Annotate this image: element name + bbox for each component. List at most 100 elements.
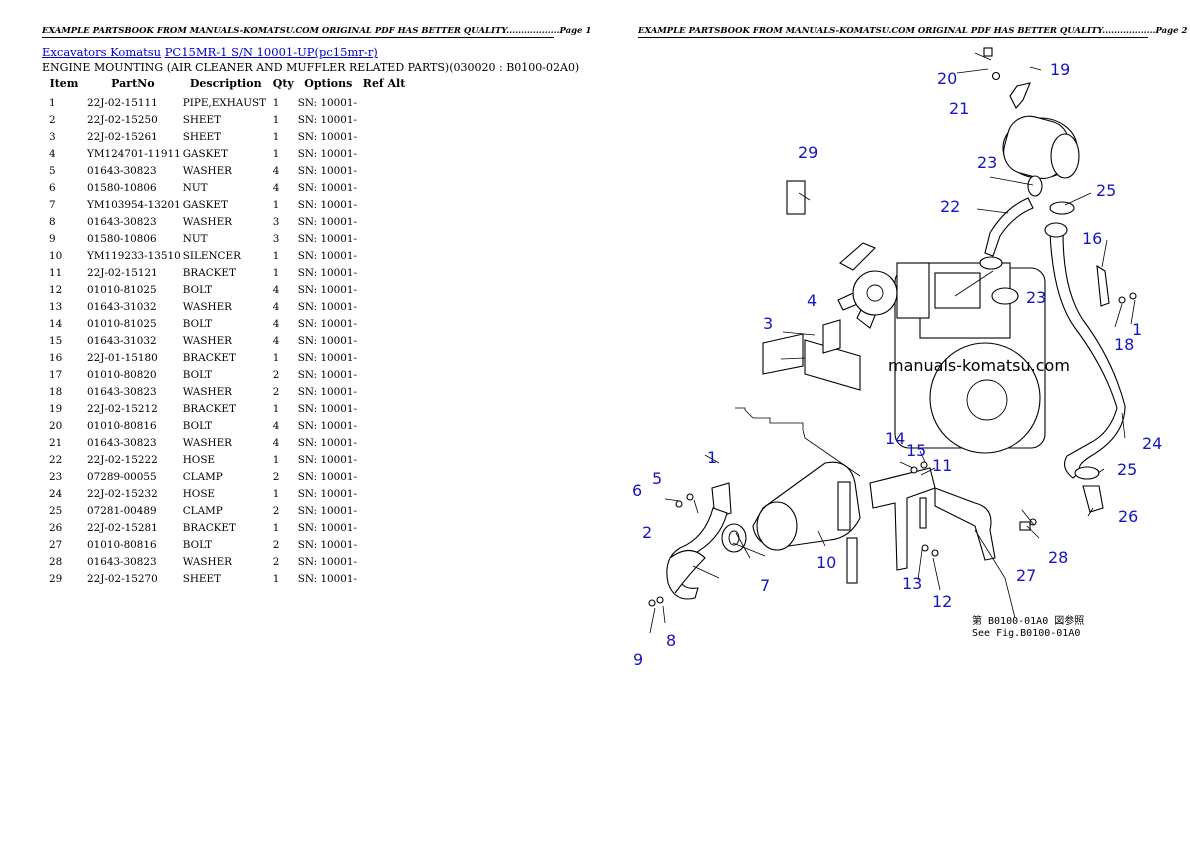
sheet-3-side-shape [762,333,804,375]
callout-12: 12 [932,592,952,611]
cell-qty: 1 [272,113,280,126]
cell-ref-alt [360,349,409,366]
cell-qty: 2 [272,368,280,381]
cell-ref-alt [360,400,409,417]
air-cleaner-cap-shape [1050,133,1080,179]
cell-options: SN: 10001- [297,555,358,568]
muffler-assembly [648,461,861,607]
cell-item: 15 [49,334,63,347]
cell-options: SN: 10001- [297,198,358,211]
cell-qty: 1 [272,572,280,585]
cell-partno: 22J-02-15281 [87,521,158,534]
cell-ref-alt [360,281,409,298]
cell-partno: 22J-02-15212 [87,402,158,415]
cell-options: SN: 10001- [297,368,358,381]
cell-qty: 1 [272,487,280,500]
cell-qty: 1 [272,402,280,415]
breadcrumb-link-model[interactable]: PC15MR-1 S/N 10001-UP(pc15mr-r) [164,45,378,59]
hose-22-shape [984,197,1034,257]
column-header-options: Options [304,77,353,90]
cell-options: SN: 10001- [297,164,358,177]
cell-partno: 01643-31032 [87,334,157,347]
cell-qty: 2 [272,504,280,517]
table-header-row: Item PartNo Description Qty Options Ref … [42,76,408,94]
intake-port-shape [991,287,1019,305]
cell-description: WASHER [182,215,232,228]
cell-description: SHEET [182,572,222,585]
callout-22: 22 [940,197,960,216]
cell-description: BRACKET [182,351,236,364]
cell-options: SN: 10001- [297,113,358,126]
cell-options: SN: 10001- [297,521,358,534]
cell-partno: 01643-31032 [87,300,157,313]
cell-item: 23 [49,470,63,483]
cell-description: WASHER [182,555,232,568]
cell-options: SN: 10001- [297,232,358,245]
cell-partno: 22J-02-15121 [87,266,158,279]
cell-partno: 22J-02-15111 [87,96,158,109]
engine-assembly [837,242,1046,454]
fan-center-shape [866,284,884,302]
cell-options: SN: 10001- [297,266,358,279]
bolt-17-shape [1129,292,1137,300]
cell-description: WASHER [182,164,232,177]
cell-item: 14 [49,317,63,330]
silencer-end-shape [756,501,798,551]
cell-partno: YM103954-13201 [87,198,181,211]
cell-partno: 01643-30823 [87,555,157,568]
callout-13: 13 [902,574,922,593]
callout-23-upper: 23 [977,153,997,172]
cell-options: SN: 10001- [297,436,358,449]
cell-options: SN: 10001- [297,385,358,398]
cell-ref-alt [360,298,409,315]
cell-qty: 4 [272,317,280,330]
washer-28-shape [1029,518,1037,526]
cell-item: 6 [49,181,56,194]
cell-options: SN: 10001- [297,147,358,160]
cell-qty: 3 [272,232,280,245]
breadcrumb-link-category[interactable]: Excavators Komatsu [42,45,162,59]
cell-partno: YM124701-11911 [87,147,181,160]
cell-qty: 4 [272,181,280,194]
cell-description: SILENCER [182,249,241,262]
sheet-3-shape [804,339,861,391]
cell-qty: 1 [272,249,280,262]
cell-item: 24 [49,487,63,500]
cell-qty: 1 [272,147,280,160]
cell-qty: 1 [272,266,280,279]
nut-9-shape [648,599,656,607]
cell-options: SN: 10001- [297,453,358,466]
cell-description: BRACKET [182,402,236,415]
cell-qty: 4 [272,419,280,432]
cell-ref-alt [360,366,409,383]
cell-options: SN: 10001- [297,130,358,143]
washer-21-shape [991,71,1001,81]
cell-ref-alt [360,536,409,553]
reference-note-line1: 第 B0100-01A0 図参照 [972,614,1084,627]
cell-ref-alt [360,315,409,332]
cell-ref-alt [360,434,409,451]
callout-2: 2 [642,523,652,542]
flywheel-housing-shape [929,342,1041,454]
cell-description: WASHER [182,334,232,347]
callout-5: 5 [652,469,662,488]
cell-ref-alt [360,332,409,349]
cell-qty: 4 [272,164,280,177]
callout-29: 29 [798,143,818,162]
cell-item: 19 [49,402,63,415]
